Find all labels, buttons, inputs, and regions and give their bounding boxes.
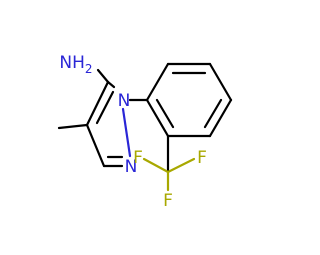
amine-label: NH2	[59, 53, 92, 76]
fluorine-label-1: F	[133, 148, 143, 168]
ring-n2-label: N	[125, 157, 138, 177]
bond-c4-c5-double	[95, 90, 115, 125]
ring-n1-label: N	[118, 91, 131, 111]
bond-n2-n1	[121, 107, 132, 158]
bond-c-f2	[166, 157, 196, 174]
phenyl-bond-6-inner	[155, 98, 175, 129]
amine-bond	[96, 68, 110, 84]
fluorine-label-2: F	[197, 148, 207, 168]
phenyl-bond-3	[208, 62, 233, 102]
molecule-svg: NH2 N N F F F	[57, 53, 233, 211]
phenyl-bond-4-inner	[203, 98, 223, 129]
phenyl-bond-1	[145, 62, 170, 102]
phenyl-bond-6	[145, 98, 170, 138]
fluorine-label-3: F	[163, 191, 173, 211]
phenyl-bond-4	[208, 98, 233, 138]
bond-c-f1	[142, 157, 170, 174]
methyl-bond	[57, 123, 89, 130]
bond-c4-c5	[85, 80, 110, 127]
structure-diagram: NH2 N N F F F	[57, 53, 233, 211]
bond-c5-n1	[106, 80, 116, 89]
bond-c4-c3	[85, 123, 106, 168]
